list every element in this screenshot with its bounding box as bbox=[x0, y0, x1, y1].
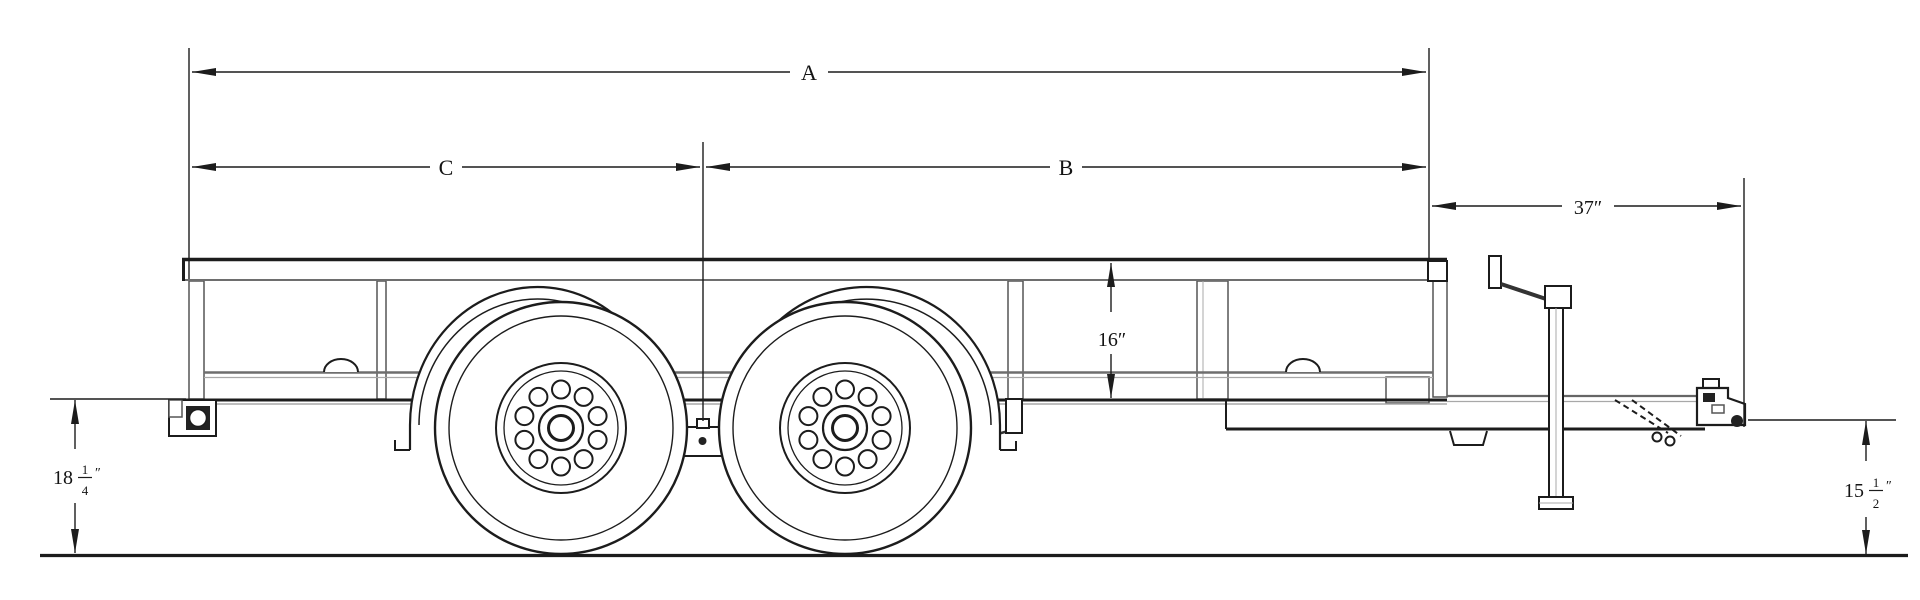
side-post-3 bbox=[1196, 280, 1229, 400]
lug-hole bbox=[857, 449, 878, 470]
lug-hole bbox=[798, 406, 819, 427]
lug-hole bbox=[514, 429, 535, 450]
dim-coupler-numerator: 1 bbox=[1873, 475, 1880, 490]
dim-rail-arrow-top bbox=[1107, 263, 1115, 287]
equalizer-pivot-bolt bbox=[698, 437, 707, 445]
dim-deck-unit: ″ bbox=[95, 466, 101, 481]
side-post-1 bbox=[376, 280, 387, 400]
lug-hole bbox=[857, 386, 878, 407]
wheel-rear bbox=[433, 300, 689, 556]
spring-hanger-front bbox=[1005, 398, 1023, 434]
rim-inner bbox=[787, 370, 903, 486]
lug-hole bbox=[798, 429, 819, 450]
dimension-rail-height: 16″ bbox=[1098, 263, 1126, 398]
dim-b-label: B bbox=[1059, 155, 1074, 180]
lug-hole bbox=[551, 379, 571, 400]
lug-hole bbox=[514, 406, 535, 427]
dimension-coupler-height: 15 1 2 ″ bbox=[1844, 421, 1892, 554]
hub-cap bbox=[547, 414, 575, 442]
lug-hole bbox=[871, 429, 892, 450]
jack-crank-bracket bbox=[1488, 255, 1502, 289]
top-rail-front-end-block bbox=[1427, 260, 1448, 282]
lug-hole bbox=[835, 379, 855, 400]
rim-outer bbox=[495, 362, 627, 494]
wheels bbox=[433, 300, 973, 556]
dim-tongue-label: 37″ bbox=[1574, 197, 1602, 219]
lug-hole bbox=[871, 406, 892, 427]
dimension-B: B bbox=[706, 155, 1426, 180]
lug-hole bbox=[812, 386, 833, 407]
rear-roller bbox=[188, 408, 208, 428]
tongue-jack bbox=[1488, 255, 1574, 510]
rim-inner bbox=[503, 370, 619, 486]
dim-c-arrow-left bbox=[192, 163, 216, 171]
chain-hook-1 bbox=[1651, 431, 1663, 443]
lug-hole bbox=[812, 449, 833, 470]
dim-c-arrow-right bbox=[676, 163, 700, 171]
jack-crank-handle bbox=[1500, 282, 1550, 302]
dim-a-arrow-left bbox=[192, 68, 216, 76]
lug-hole bbox=[573, 386, 594, 407]
chain-hook-2 bbox=[1664, 435, 1676, 447]
lug-hole bbox=[587, 406, 608, 427]
dim-a-label: A bbox=[801, 60, 817, 85]
dim-rail-label: 16″ bbox=[1098, 329, 1126, 351]
tire-sidewall bbox=[732, 315, 958, 541]
coupler bbox=[1695, 378, 1747, 427]
dimension-deck-height: 18 1 4 ″ bbox=[53, 400, 101, 553]
hub-cap bbox=[831, 414, 859, 442]
dim-coupler-denominator: 2 bbox=[1873, 496, 1880, 511]
dim-deck-denominator: 4 bbox=[82, 483, 89, 498]
tongue-assembly bbox=[1225, 255, 1747, 510]
safety-chain-1 bbox=[1614, 399, 1669, 434]
dim-coupler-arrow-bottom bbox=[1862, 530, 1870, 554]
dim-deck-whole: 18 bbox=[53, 467, 73, 489]
dimension-A: A bbox=[192, 60, 1426, 85]
lug-hole bbox=[573, 449, 594, 470]
dim-coupler-arrow-top bbox=[1862, 421, 1870, 445]
trailer-frame bbox=[168, 257, 1448, 437]
dimension-C: C bbox=[192, 155, 700, 180]
coupler-latch-lever bbox=[1702, 378, 1720, 389]
rear-end-post bbox=[188, 280, 205, 400]
lug-hole bbox=[551, 456, 571, 477]
fender-rear-front-foot bbox=[394, 440, 410, 451]
dimension-tongue-length: 37″ bbox=[1432, 197, 1741, 219]
rear-bracket-flange bbox=[168, 399, 183, 418]
tongue-u-bracket bbox=[1449, 430, 1488, 446]
dim-a-arrow-right bbox=[1402, 68, 1426, 76]
dim-coupler-whole: 15 bbox=[1844, 480, 1864, 502]
wheel-front bbox=[717, 300, 973, 556]
dim-deck-arrow-top bbox=[71, 400, 79, 424]
dim-deck-numerator: 1 bbox=[82, 462, 89, 477]
dim-rail-arrow-bottom bbox=[1107, 374, 1115, 398]
rail-clamp-loop-front bbox=[1285, 358, 1321, 373]
lug-hole bbox=[587, 429, 608, 450]
lug-hole bbox=[528, 449, 549, 470]
coupler-latch-detail bbox=[1703, 393, 1715, 402]
dimension-annotations: A C B 37″ bbox=[50, 48, 1896, 554]
front-end-post bbox=[1432, 280, 1448, 398]
wheel-1-lugs bbox=[514, 379, 608, 477]
dim-deck-arrow-bottom bbox=[71, 529, 79, 553]
lug-hole bbox=[528, 386, 549, 407]
dim-b-arrow-left bbox=[706, 163, 730, 171]
fender-front-back-foot bbox=[1000, 441, 1017, 451]
lug-hole bbox=[835, 456, 855, 477]
dim-tongue-arrow-left bbox=[1432, 202, 1456, 210]
safety-chain-2 bbox=[1631, 399, 1682, 437]
wheel-2-lugs bbox=[798, 379, 892, 477]
coupler-inner-detail bbox=[1711, 404, 1725, 414]
coupler-ball-socket bbox=[1731, 415, 1743, 427]
rim-outer bbox=[779, 362, 911, 494]
jack-gear-housing bbox=[1544, 285, 1572, 309]
dim-coupler-unit: ″ bbox=[1886, 479, 1892, 494]
rail-clamp-loop-rear bbox=[323, 358, 359, 373]
dim-tongue-arrow-right bbox=[1717, 202, 1741, 210]
dim-c-label: C bbox=[439, 155, 454, 180]
side-post-2 bbox=[1007, 280, 1024, 400]
dim-b-arrow-right bbox=[1402, 163, 1426, 171]
tire-sidewall bbox=[448, 315, 674, 541]
